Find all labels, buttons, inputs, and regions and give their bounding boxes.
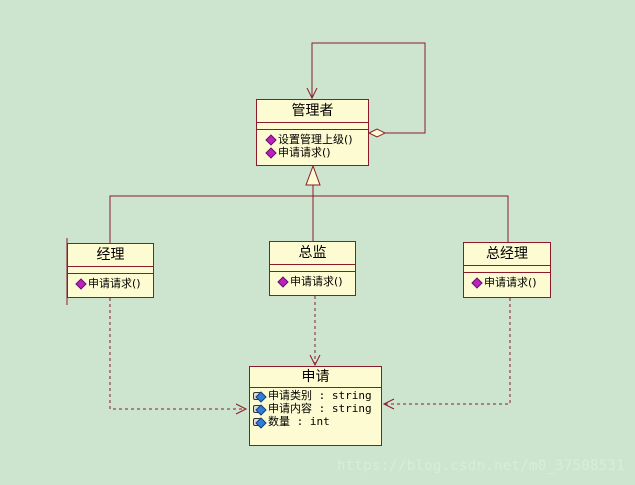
operation-icon [265,146,277,159]
operation-icon [75,277,87,290]
class-zongjingli[interactable]: 总经理 申请请求() [463,242,551,298]
operation-icon [265,133,277,146]
divider [464,272,550,275]
operation-row: 申请请求() [265,146,368,159]
class-name: 总经理 [486,246,528,262]
attribute-row: 申请类别 : string [253,389,381,403]
operation-icon [277,275,289,288]
aggregation-diamond [367,128,387,138]
self-association-line [311,42,426,134]
class-jingli[interactable]: 经理 申请请求() [67,243,154,298]
private-attribute-icon [253,416,267,429]
operation-row: 设置管理上级() [265,133,368,146]
dependency-arrowhead-left [235,403,248,415]
private-attribute-icon [253,390,267,403]
self-association-arrowhead [306,87,318,100]
dependency-jingli-to-request [109,298,245,410]
class-request[interactable]: 申请 申请类别 : string 申请内容 : string 数量 : int [249,366,382,446]
attribute-compartment [270,264,355,271]
private-attribute-icon [253,403,267,416]
operation-row: 申请请求() [277,275,355,288]
class-manager[interactable]: 管理者 设置管理上级() 申请请求() [256,99,369,166]
class-name: 经理 [96,247,125,263]
operation-row: 申请请求() [75,277,153,290]
dependency-arrowhead-right [382,398,395,410]
attribute-row: 数量 : int [253,415,381,429]
attribute-row: 申请内容 : string [253,402,381,416]
generalization-triangle [305,164,321,186]
class-zongjian[interactable]: 总监 申请请求() [269,241,356,296]
operation-icon [471,276,483,289]
dependency-zongjingli-to-request [385,298,511,405]
class-name: 申请 [301,369,330,385]
class-name: 管理者 [291,103,334,119]
divider [250,387,381,388]
attribute-compartment [464,265,550,272]
attribute-compartment [257,122,368,129]
generalization-branch [109,195,509,243]
operation-row: 申请请求() [471,276,550,289]
divider [270,271,355,274]
divider [68,273,153,276]
watermark: https://blog.csdn.net/m0_37508531 [336,458,625,474]
dependency-arrowhead-middle [309,354,321,367]
attribute-compartment [68,266,153,273]
divider [257,129,368,132]
class-name: 总监 [298,245,327,261]
